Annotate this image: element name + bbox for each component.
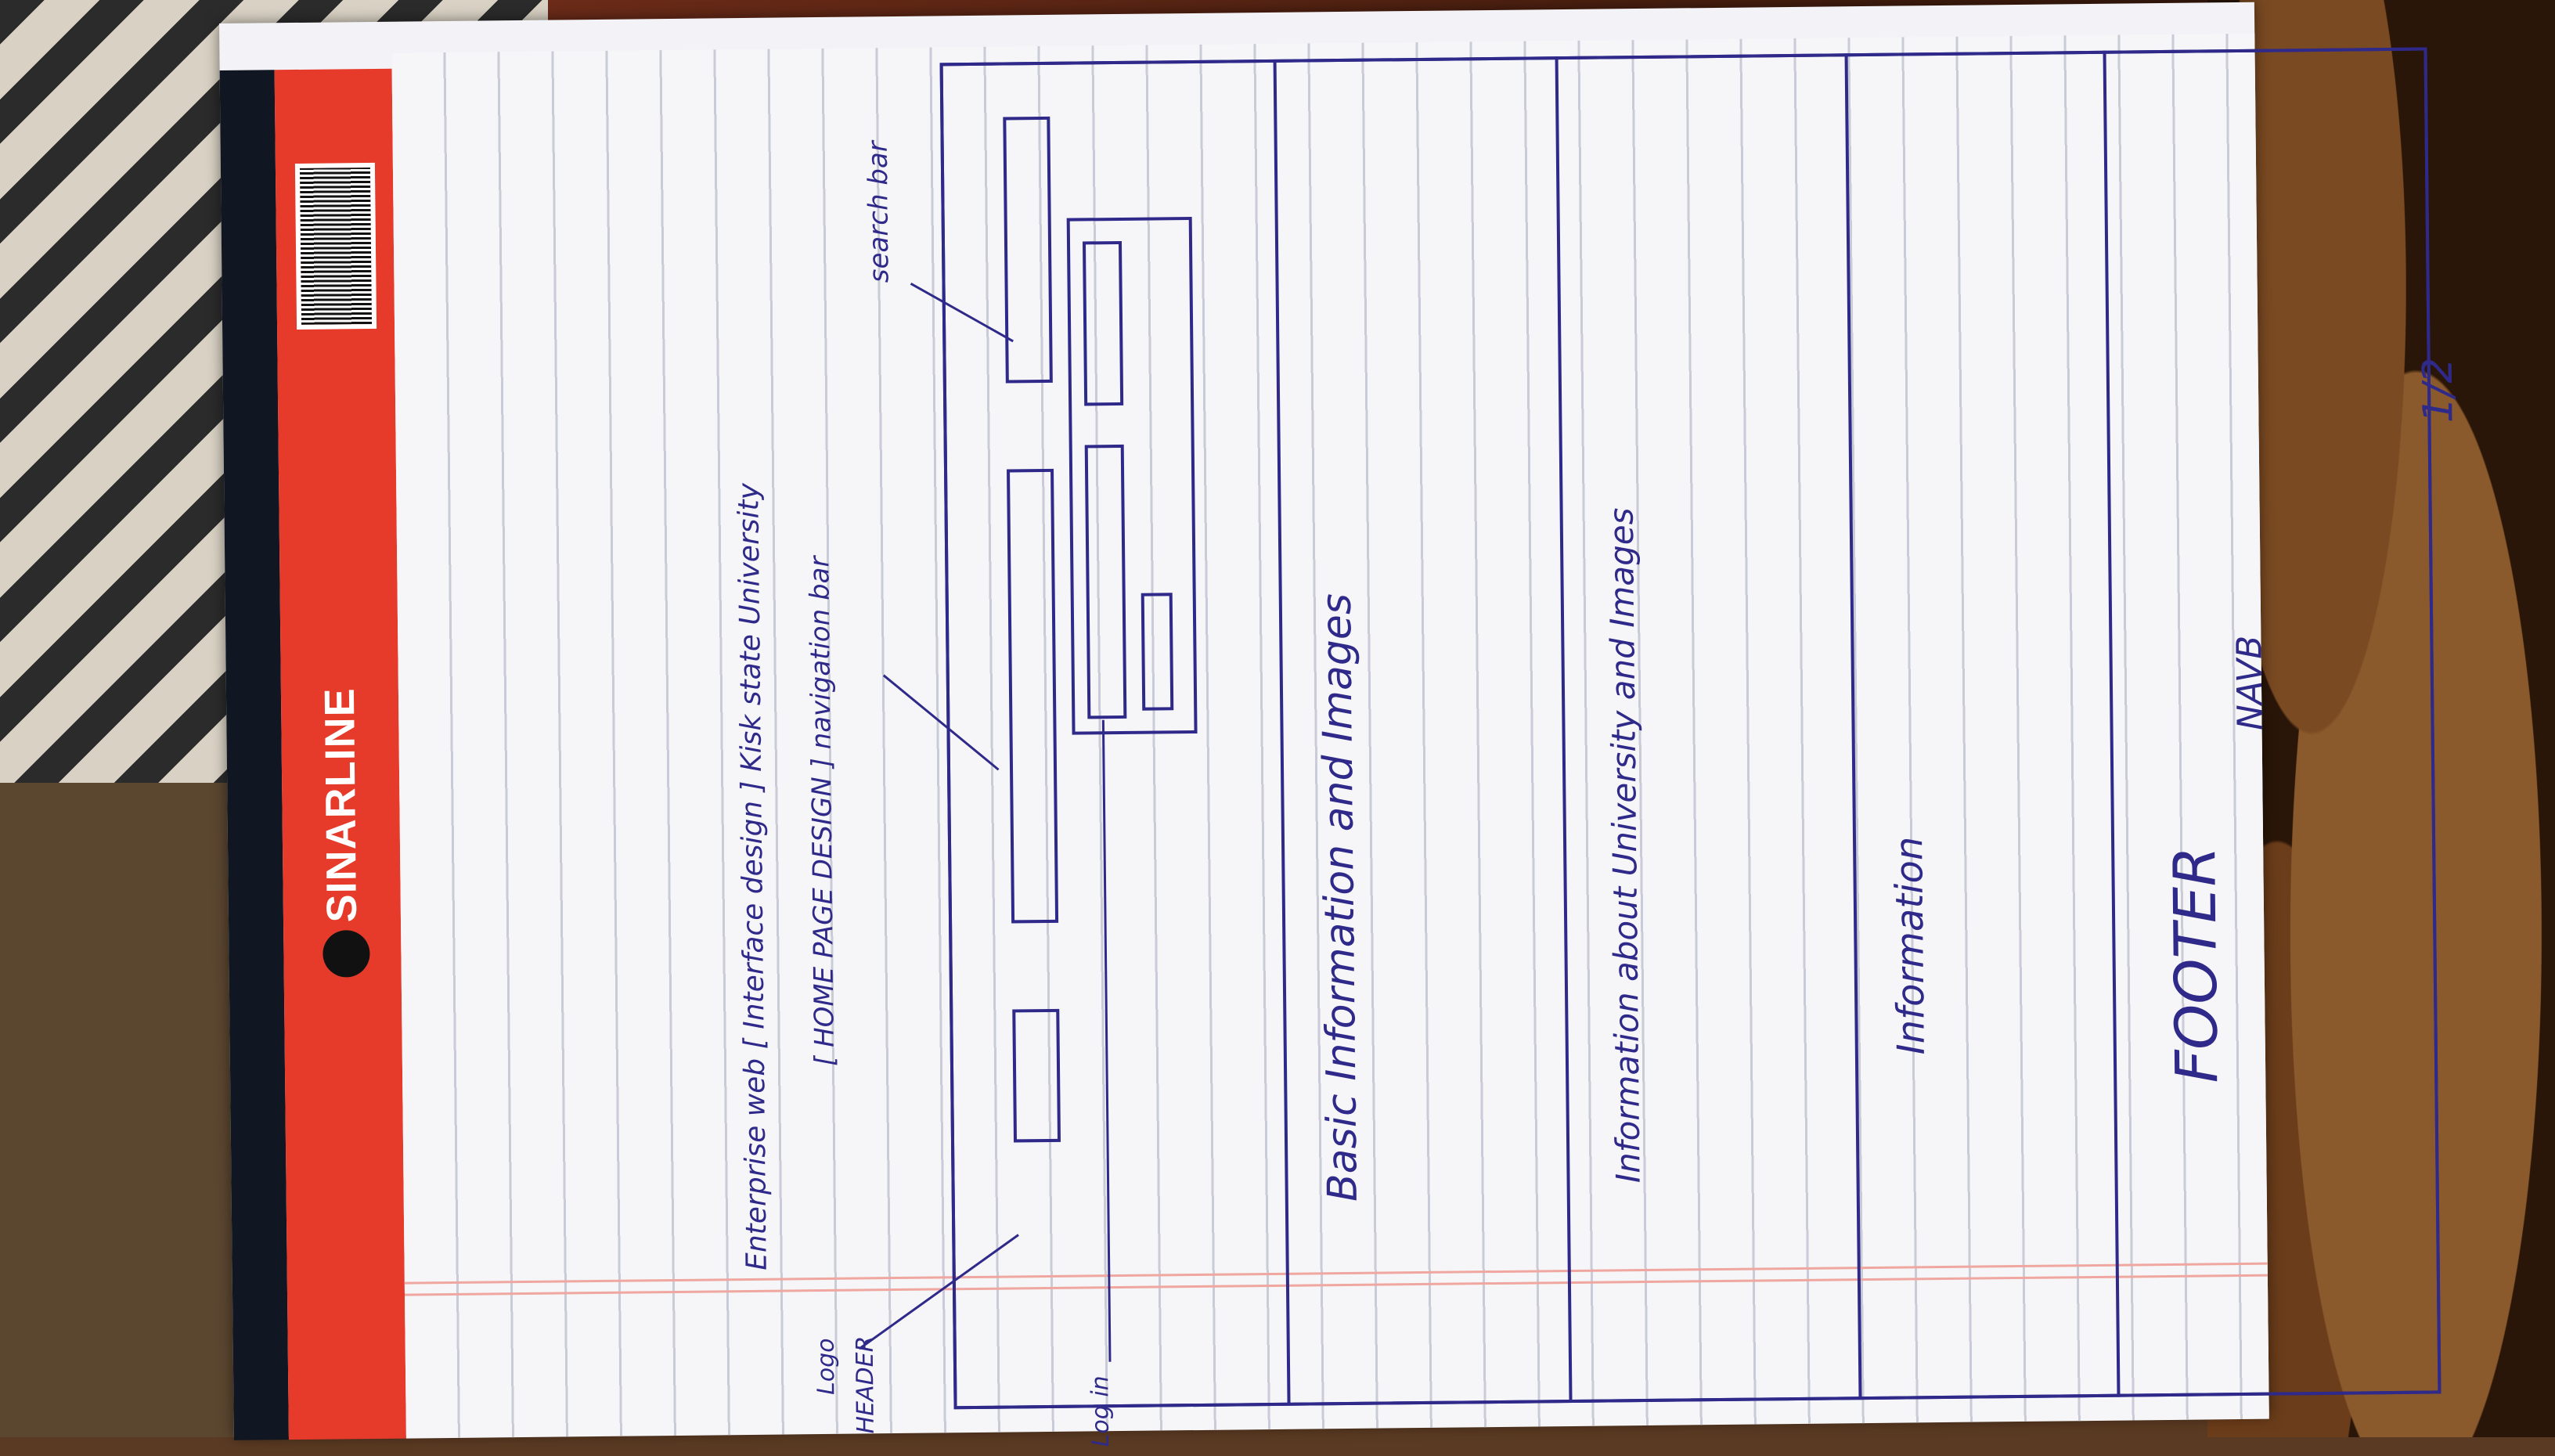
search-bar-box [1003,116,1053,384]
logo-label: Logo [812,1338,841,1396]
login-button [1141,593,1174,711]
login-label: Log in [1087,1375,1115,1447]
section-footer [2106,47,2441,1397]
section-information [1847,50,2121,1400]
brand-logo: SINARLINE [300,632,382,978]
login-field-2 [1084,444,1127,719]
brand-name: SINARLINE [315,687,366,923]
section-university-info-label: Information about University and Images [1602,507,1648,1184]
section-information-label: Information [1887,836,1933,1055]
sketch-title-line-1: Enterprise web [ Interface design ] Kisk… [733,482,773,1271]
login-field-1 [1082,240,1124,406]
paper-sheet: Enterprise web [ Interface design ] Kisk… [391,33,2462,1447]
brand-circle-icon [323,930,370,978]
logo-box [1012,1008,1061,1143]
notepad: SINARLINE Enterprise web [ Interface des… [219,2,2462,1447]
sketch-title-line-2: [ HOME PAGE DESIGN ] navigation bar [804,556,841,1067]
section-basic-info-label: Basic Information and Images [1313,593,1367,1202]
search-bar-label: search bar [862,141,896,283]
footer-sub-label: NAVB [2229,635,2271,731]
navigation-bar-box [1007,468,1059,924]
footer-label: FOOTER [2161,845,2232,1084]
header-label: HEADER [851,1335,880,1434]
page-number: 1/2 [2414,357,2463,423]
barcode-icon [294,162,377,330]
